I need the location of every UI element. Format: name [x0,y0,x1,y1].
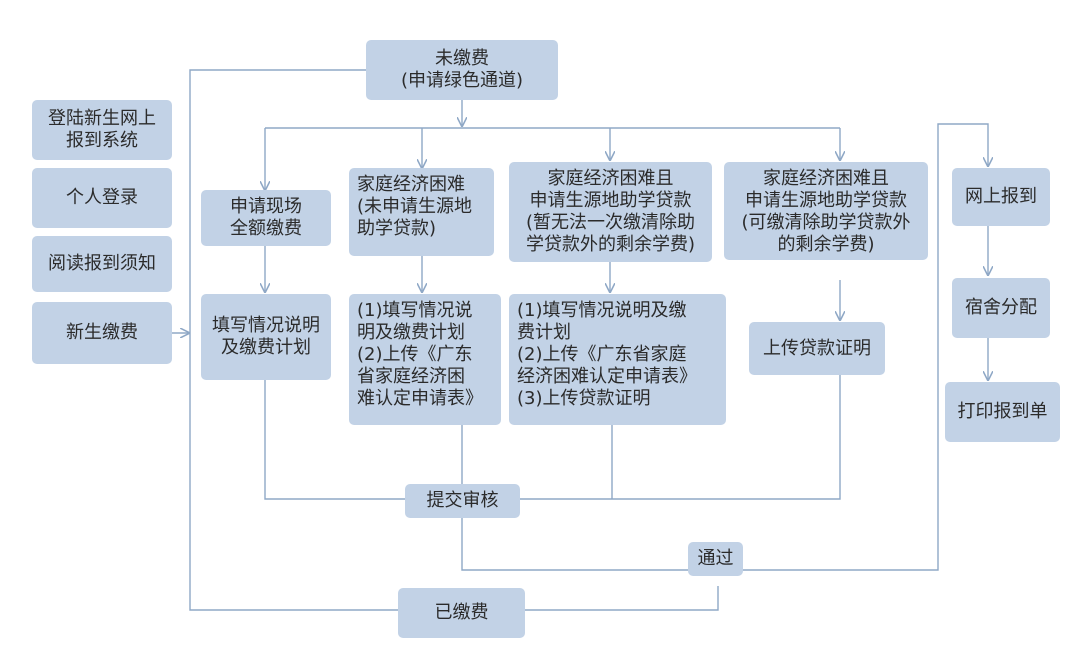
apply-onsite-full-label: 申请现场 全额缴费 [230,196,302,239]
dorm-assignment-node: 宿舍分配 [952,278,1050,338]
approved-label: 通过 [697,548,734,569]
edge-approved-to-online [742,123,988,571]
difficulty-no-loan-node: 家庭经济困难 (未申请生源地 助学贷款) [349,168,494,256]
edge-fill-to-review [264,380,405,500]
upload-loan-proof-label: 上传贷款证明 [763,337,871,359]
difficulty-loan-cannot-clear-label: 家庭经济困难且 申请生源地助学贷款 (暂无法一次缴清除助 学贷款外的剩余学费) [525,168,696,255]
fill-upload-b-label: (1)填写情况说明及缴 费计划 (2)上传《广东省家庭 经济困难认定申请表》 (… [517,300,697,409]
online-registration-node: 网上报到 [952,168,1050,226]
print-registration-node: 打印报到单 [945,382,1060,442]
fill-situation-plan-node: 填写情况说明 及缴费计划 [201,294,331,380]
edge-paid-loop [189,69,398,611]
submit-review-node: 提交审核 [405,484,520,518]
difficulty-loan-cannot-clear-node: 家庭经济困难且 申请生源地助学贷款 (暂无法一次缴清除助 学贷款外的剩余学费) [509,162,712,262]
fill-upload-b-node: (1)填写情况说明及缴 费计划 (2)上传《广东省家庭 经济困难认定申请表》 (… [509,294,726,425]
fill-upload-a-label: (1)填写情况说 明及缴费计划 (2)上传《广东 省家庭经济困 难认定申请表》 [357,300,483,409]
online-registration-label: 网上报到 [965,186,1037,207]
difficulty-no-loan-label: 家庭经济困难 (未申请生源地 助学贷款) [357,174,473,239]
read-notice-node: 阅读报到须知 [32,236,172,292]
apply-onsite-full-node: 申请现场 全额缴费 [201,190,331,246]
fill-upload-a-node: (1)填写情况说 明及缴费计划 (2)上传《广东 省家庭经济困 难认定申请表》 [349,294,501,425]
login-system-label: 登陆新生网上 报到系统 [48,108,156,151]
dorm-assignment-label: 宿舍分配 [965,297,1037,318]
freshman-payment-node: 新生缴费 [32,302,172,364]
edge-merge-right [520,375,841,500]
difficulty-loan-can-clear-label: 家庭经济困难且 申请生源地助学贷款 (可缴清除助学贷款外 的剩余学费) [741,168,911,255]
personal-login-node: 个人登录 [32,168,172,228]
login-system-node: 登陆新生网上 报到系统 [32,100,172,160]
approved-node: 通过 [688,542,743,576]
submit-review-label: 提交审核 [426,490,499,511]
edge-review-to-approved [461,518,688,571]
upload-loan-proof-node: 上传贷款证明 [749,322,885,375]
read-notice-label: 阅读报到须知 [48,253,156,274]
print-registration-label: 打印报到单 [957,401,1048,422]
difficulty-loan-can-clear-node: 家庭经济困难且 申请生源地助学贷款 (可缴清除助学贷款外 的剩余学费) [724,162,928,260]
unpaid-label: 未缴费 (申请绿色通道) [400,48,524,91]
personal-login-label: 个人登录 [66,187,138,208]
paid-node: 已缴费 [398,588,525,638]
unpaid-node: 未缴费 (申请绿色通道) [366,40,558,100]
edge-approved-to-paid [525,586,719,611]
fill-situation-plan-label: 填写情况说明 及缴费计划 [212,315,320,358]
freshman-payment-label: 新生缴费 [66,322,138,343]
paid-label: 已缴费 [434,602,489,623]
